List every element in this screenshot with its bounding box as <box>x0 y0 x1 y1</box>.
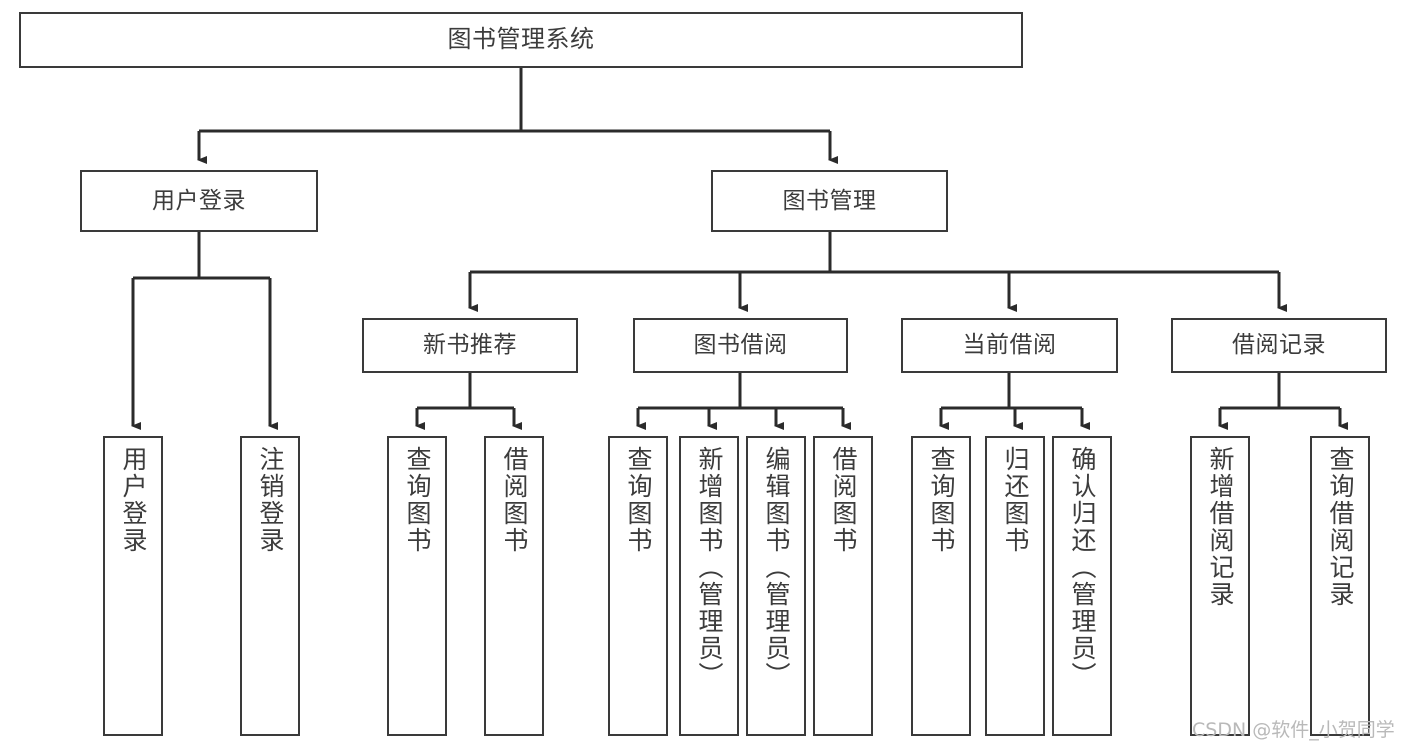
leaf-borrow-query-book[interactable]: 查询图书 <box>608 436 668 736</box>
node-user-login[interactable]: 用户登录 <box>80 170 318 232</box>
leaf-confirm-return-admin-label: 确认归还（管理员） <box>1068 446 1097 689</box>
node-new-book-recommend-label: 新书推荐 <box>423 332 517 359</box>
node-user-login-label: 用户登录 <box>152 187 246 214</box>
leaf-edit-book-admin[interactable]: 编辑图书（管理员） <box>746 436 806 736</box>
leaf-confirm-return-admin[interactable]: 确认归还（管理员） <box>1052 436 1112 736</box>
leaf-recommend-query-book-label: 查询图书 <box>403 446 432 554</box>
leaf-user-logout-label: 注销登录 <box>256 446 285 554</box>
node-book-borrow-label: 图书借阅 <box>693 332 788 359</box>
leaf-add-book-admin-label: 新增图书（管理员） <box>695 446 724 689</box>
csdn-watermark: CSDN @软件_小贺同学 <box>1192 719 1395 741</box>
leaf-borrow-book[interactable]: 借阅图书 <box>813 436 873 736</box>
node-current-borrow[interactable]: 当前借阅 <box>901 318 1118 373</box>
leaf-return-book-label: 归还图书 <box>1001 446 1030 554</box>
leaf-user-logout[interactable]: 注销登录 <box>240 436 300 736</box>
leaf-user-login[interactable]: 用户登录 <box>103 436 163 736</box>
node-root[interactable]: 图书管理系统 <box>19 12 1023 68</box>
leaf-user-login-label: 用户登录 <box>119 446 148 554</box>
node-borrow-record-label: 借阅记录 <box>1232 332 1326 359</box>
node-book-borrow[interactable]: 图书借阅 <box>633 318 848 373</box>
leaf-recommend-query-book[interactable]: 查询图书 <box>387 436 447 736</box>
leaf-edit-book-admin-label: 编辑图书（管理员） <box>762 446 791 689</box>
leaf-add-borrow-record-label: 新增借阅记录 <box>1206 446 1235 608</box>
leaf-recommend-borrow-book[interactable]: 借阅图书 <box>484 436 544 736</box>
leaf-recommend-borrow-book-label: 借阅图书 <box>500 446 529 554</box>
leaf-add-borrow-record[interactable]: 新增借阅记录 <box>1190 436 1250 736</box>
node-book-management[interactable]: 图书管理 <box>711 170 948 232</box>
leaf-query-borrow-record-label: 查询借阅记录 <box>1326 446 1355 608</box>
leaf-borrow-query-book-label: 查询图书 <box>624 446 653 554</box>
leaf-borrow-book-label: 借阅图书 <box>829 446 858 554</box>
node-new-book-recommend[interactable]: 新书推荐 <box>362 318 578 373</box>
node-borrow-record[interactable]: 借阅记录 <box>1171 318 1387 373</box>
node-book-management-label: 图书管理 <box>782 187 877 214</box>
leaf-return-book[interactable]: 归还图书 <box>985 436 1045 736</box>
node-current-borrow-label: 当前借阅 <box>962 332 1057 359</box>
leaf-add-book-admin[interactable]: 新增图书（管理员） <box>679 436 739 736</box>
node-root-label: 图书管理系统 <box>447 25 595 54</box>
leaf-query-borrow-record[interactable]: 查询借阅记录 <box>1310 436 1370 736</box>
leaf-current-query-book-label: 查询图书 <box>927 446 956 554</box>
leaf-current-query-book[interactable]: 查询图书 <box>911 436 971 736</box>
